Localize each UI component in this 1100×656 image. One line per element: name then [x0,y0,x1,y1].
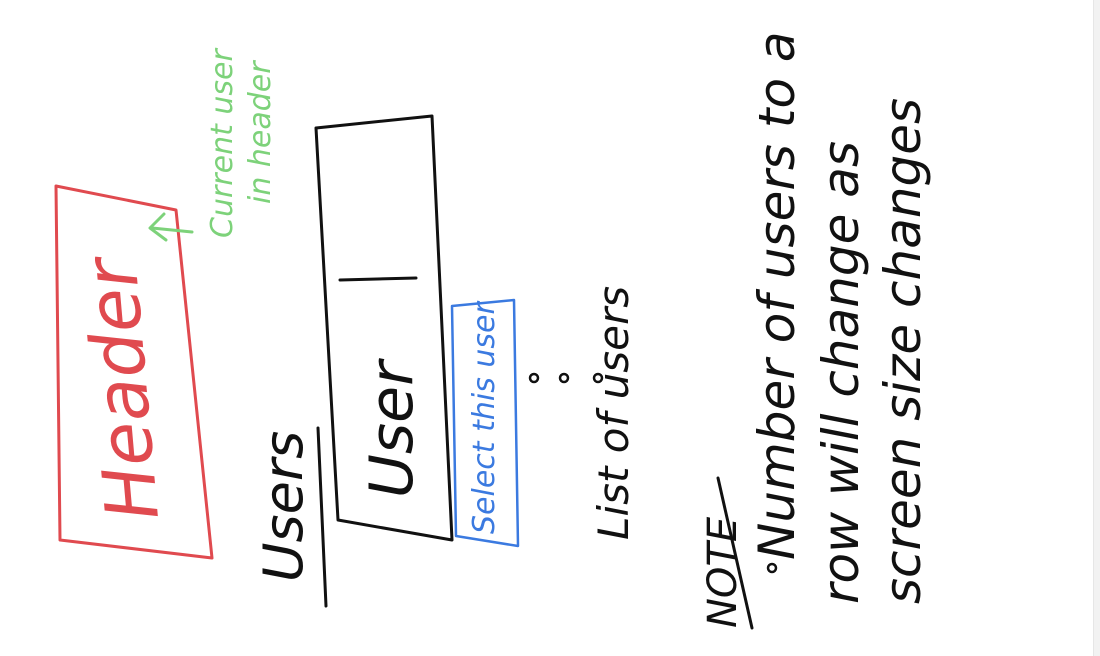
current-user-note: Current user in header [205,48,278,238]
current-user-line1: Current user [205,48,240,238]
note-line-1: Number of users to a [748,31,806,560]
continuation-dot-2 [558,372,570,384]
continuation-dot-3 [592,372,604,384]
header-box [54,184,214,560]
header-sketch: Header [54,184,214,560]
canvas-right-edge [1093,0,1100,656]
header-label: Header [68,251,175,524]
note-title-underline [716,476,754,630]
users-section: Users User List of users [252,114,638,608]
current-user-arrow [148,212,194,242]
user-item-label: User [357,358,427,498]
users-title-underline [316,426,328,608]
arrow-head [148,212,168,242]
list-of-users-label: List of users [589,286,638,540]
note-bullet [766,562,778,574]
note-section: NOTE Number of users to a row will chang… [700,31,932,630]
user-row-box [314,114,454,542]
select-this-user-sketch: Select this user [450,298,520,548]
select-user-button-label: Select this user [467,301,502,534]
note-line-2: row will change as [812,141,870,604]
continuation-dot-1 [528,372,540,384]
arrow-line [150,226,194,234]
users-title: Users [252,431,315,582]
note-line-3: screen size changes [874,98,932,604]
current-user-line2: in header [243,60,278,204]
user-row-divider [338,276,418,282]
select-user-button-box[interactable] [450,298,520,548]
